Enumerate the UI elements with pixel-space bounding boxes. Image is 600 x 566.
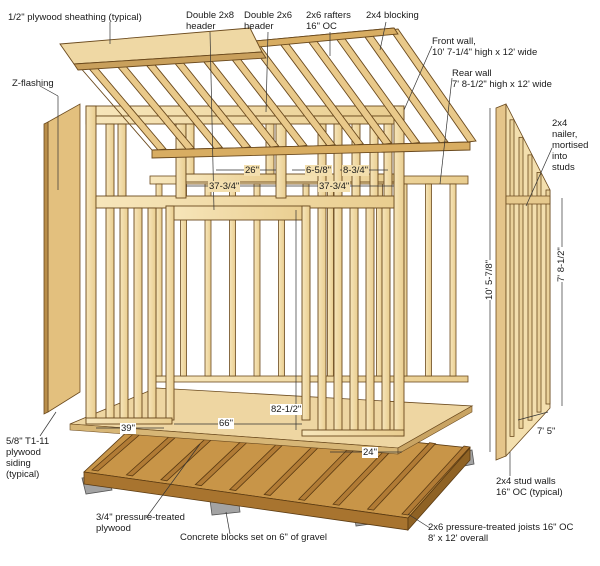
dim-10-5-7-8: 10' 5-7/8" [484, 259, 495, 300]
front-stud [381, 207, 391, 431]
front-stud [317, 123, 327, 197]
dim-8-3-4: 8-3/4" [342, 165, 370, 176]
front-stud [383, 123, 393, 197]
side-stud [518, 136, 524, 429]
dim-6-5-8: 6-5/8" [305, 165, 333, 176]
leader-line [407, 513, 431, 529]
rear-wall-label: Rear wall 7' 8-1/2" high x 12' wide [452, 68, 552, 90]
plywood-floor-line2: plywood [96, 523, 131, 534]
plywood-floor-line1: 3/4" pressure-treated [96, 512, 185, 523]
dim-37-3-4-left: 37-3/4" [208, 181, 241, 192]
leader-line [145, 443, 201, 519]
front-stud [317, 207, 327, 431]
rear-stud [449, 183, 457, 377]
nailer-line4: into [552, 151, 568, 162]
stud-walls-line1: 2x4 stud walls [496, 476, 556, 487]
nailer-line3: mortised [552, 140, 589, 151]
leader-line [39, 411, 57, 437]
leader-line [265, 31, 269, 113]
front-stud [333, 123, 343, 197]
rafters-line1: 2x6 rafters [306, 10, 351, 21]
joists-line1: 2x6 pressure-treated joists 16" OC [428, 522, 574, 533]
leader-lines [39, 21, 553, 535]
siding-line1: 5/8" T1-11 [6, 436, 50, 447]
header-2x6-line1: Double 2x6 [244, 10, 293, 21]
leader-line [525, 147, 553, 207]
siding-line4: (typical) [6, 469, 40, 480]
front-stud [349, 207, 359, 431]
side-stud [536, 172, 542, 413]
blocks-label: Concrete blocks set on 6" of gravel [180, 532, 328, 543]
front-stud [119, 207, 129, 419]
dim-66: 66" [218, 418, 234, 429]
side-stud [509, 119, 515, 437]
header-2x8-line2: header [186, 21, 216, 32]
front-wall-line1: Front wall, [432, 36, 476, 47]
leader-line [225, 511, 231, 535]
header-2x8-label: Double 2x8 header [186, 10, 234, 32]
joists-label: 2x6 pressure-treated joists 16" OC 8' x … [428, 522, 573, 544]
plywood-floor-label: 3/4" pressure-treated plywood [96, 512, 185, 534]
header-2x6-label: Double 2x6 header [244, 10, 292, 32]
leader-line [39, 85, 59, 97]
header-2x6-line2: header [244, 21, 274, 32]
rear-stud [253, 183, 261, 377]
side-stud [545, 189, 551, 405]
front-stud [105, 207, 115, 419]
nailer-line2: nailer, [552, 129, 578, 140]
header-2x8-line1: Double 2x8 [186, 10, 235, 21]
front-wall-line2: 10' 7-1/4" high x 12' wide [432, 47, 538, 58]
front-stud [365, 207, 375, 431]
dim-7-8-1-2: 7' 8-1/2" [556, 247, 567, 282]
dim-82-1-2: 82-1/2" [270, 404, 303, 415]
front-wall-label: Front wall, 10' 7-1/4" high x 12' wide [432, 36, 537, 58]
rear-wall-line2: 7' 8-1/2" high x 12' wide [452, 79, 552, 90]
nailer-line5: studs [552, 162, 575, 173]
dim-37-3-4-right: 37-3/4" [318, 181, 351, 192]
dim-7-5: 7' 5" [536, 426, 557, 437]
floor-joist [401, 445, 471, 516]
leader-line [439, 77, 453, 185]
roof-sheathing [59, 27, 267, 71]
leader-line [209, 31, 215, 211]
rafters-label: 2x6 rafters 16" OC [306, 10, 351, 32]
roof-rafters [71, 27, 477, 159]
leader-line [379, 21, 387, 51]
blocking-label: 2x4 blocking [366, 10, 419, 21]
front-stud [133, 207, 143, 419]
rear-wall-line1: Rear wall [452, 68, 492, 79]
side-stud [527, 154, 533, 421]
left-siding [43, 103, 81, 415]
nailer-line1: 2x4 [552, 118, 568, 129]
front-stud [105, 123, 115, 197]
rear-stud [327, 183, 334, 377]
front-stud [147, 207, 157, 419]
z-flashing-label: Z-flashing [12, 78, 54, 89]
siding-line2: plywood [6, 447, 41, 458]
rear-stud [155, 183, 163, 377]
siding-line3: siding [6, 458, 31, 469]
front-stud [333, 207, 343, 431]
front-wall [85, 105, 405, 437]
leader-line [403, 45, 433, 111]
dim-24: 24" [362, 447, 378, 458]
front-stud [117, 123, 127, 197]
right-side-wall [495, 103, 551, 461]
nailer-label: 2x4 nailer, mortised into studs [552, 118, 588, 173]
floor-joist [366, 442, 437, 511]
rafters-line2: 16" OC [306, 21, 337, 32]
dim-39: 39" [120, 423, 136, 434]
siding-label: 5/8" T1-11 plywood siding (typical) [6, 436, 49, 480]
sheathing-label: 1/2" plywood sheathing (typical) [8, 12, 142, 23]
dim-26: 26" [244, 165, 260, 176]
stud-walls-line2: 16" OC (typical) [496, 487, 563, 498]
joists-line2: 8' x 12' overall [428, 533, 489, 544]
front-stud [351, 123, 361, 197]
stud-walls-label: 2x4 stud walls 16" OC (typical) [496, 476, 563, 498]
rear-stud [425, 183, 432, 377]
